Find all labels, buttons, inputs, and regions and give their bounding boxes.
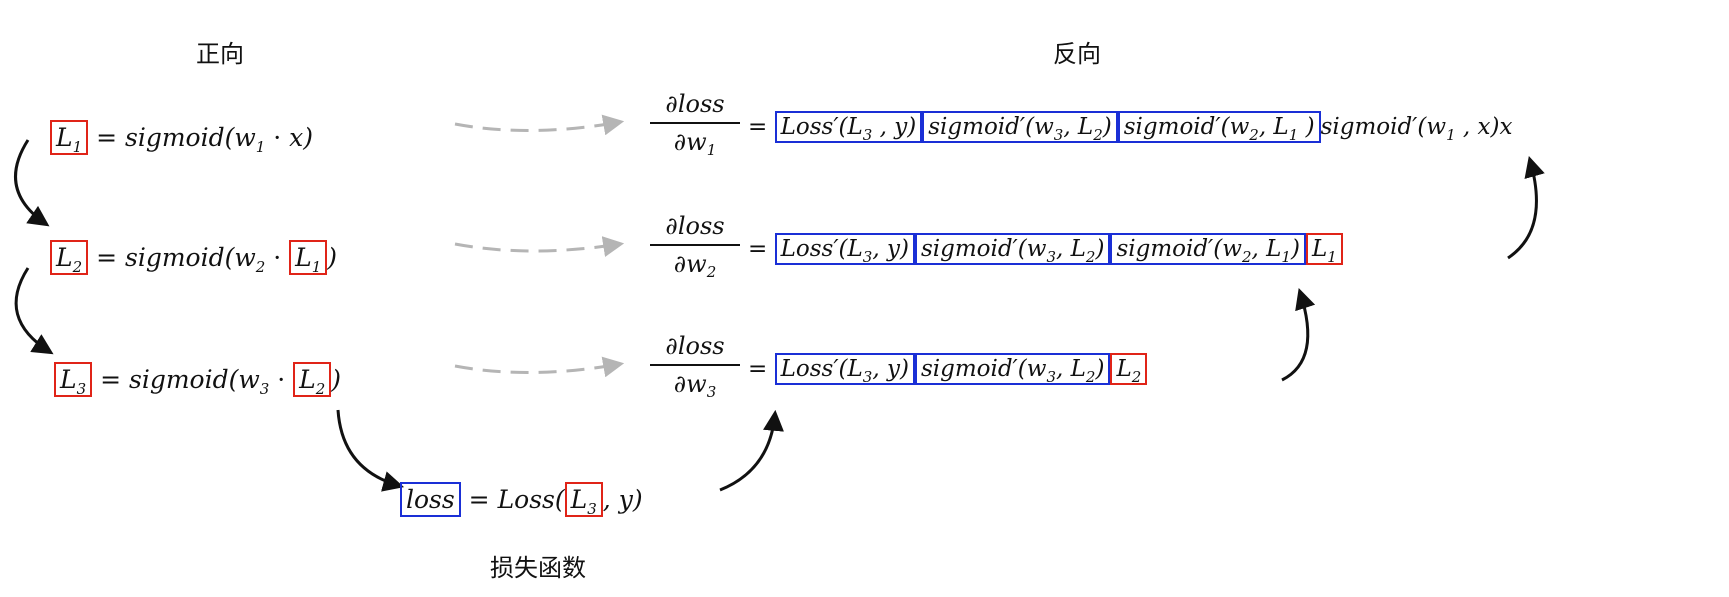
backward-eq-2: = Loss′(L3, y)sigmoid′(w3, L2)sigmoid′(w… (748, 229, 1343, 269)
backward-3-sigmoid-w3-term: sigmoid′(w3, L2) (914, 353, 1111, 385)
forward-L1-box: L1 (50, 120, 89, 155)
forward-heading: 正向 (196, 40, 244, 68)
backward-2-sigmoid-w2-term: sigmoid′(w2, L1) (1110, 233, 1306, 265)
forward-L3-box: L3 (54, 362, 93, 397)
forward-eq-2: L2 = sigmoid(w2 · L1) (50, 238, 337, 278)
loss-L3-box: L3 (564, 482, 603, 517)
backward-3-L2-box: L2 (1110, 353, 1148, 385)
backward-eq-1: = Loss′(L3 , y)sigmoid′(w3, L2)sigmoid′(… (748, 107, 1512, 147)
loss-box: loss (400, 482, 461, 517)
backward-arrow-from-loss (719, 409, 784, 492)
forward-eq-1: L1 = sigmoid(w1 · x) (50, 118, 313, 158)
dashed-arrow-3 (454, 356, 625, 378)
forward-arrow-to-loss (336, 409, 405, 492)
backward-1-sigmoid-w3-term: sigmoid′(w3, L2) (922, 111, 1118, 143)
forward-arrow-1-2 (14, 139, 50, 227)
backward-3-loss-term: Loss′(L3, y) (774, 353, 915, 385)
forward-L2-ref-box: L2 (293, 362, 332, 397)
forward-eq-3: L3 = sigmoid(w3 · L2) (54, 360, 341, 400)
backward-2-L1-box: L1 (1305, 233, 1343, 265)
dashed-arrow-2 (454, 236, 625, 257)
derivative-fraction-w2: ∂loss∂w2 (650, 210, 740, 280)
backward-2-sigmoid-w3-term: sigmoid′(w3, L2) (914, 233, 1111, 265)
forward-arrow-2-3 (14, 267, 54, 355)
backward-1-tail: sigmoid′(w1 , x)x (1320, 114, 1513, 144)
dashed-arrow-1 (454, 114, 625, 136)
derivative-fraction-w3: ∂loss∂w3 (650, 330, 740, 400)
forward-L1-ref-box: L1 (289, 240, 328, 275)
derivative-fraction-w1: ∂loss∂w1 (650, 88, 740, 158)
loss-function-caption: 损失函数 (490, 554, 586, 582)
backward-1-sigmoid-w2-term: sigmoid′(w2, L1 ) (1117, 111, 1321, 143)
backward-heading: 反向 (1053, 40, 1101, 68)
backward-arrow-2-1 (1507, 155, 1545, 260)
loss-equation: loss = Loss(L3, y) (400, 480, 643, 520)
backward-2-loss-term: Loss′(L3, y) (774, 233, 915, 265)
forward-L2-box: L2 (50, 240, 89, 275)
backward-1-loss-term: Loss′(L3 , y) (774, 111, 923, 143)
backward-arrow-3-2 (1281, 288, 1316, 382)
backward-eq-3: = Loss′(L3, y)sigmoid′(w3, L2)L2 (748, 349, 1148, 389)
